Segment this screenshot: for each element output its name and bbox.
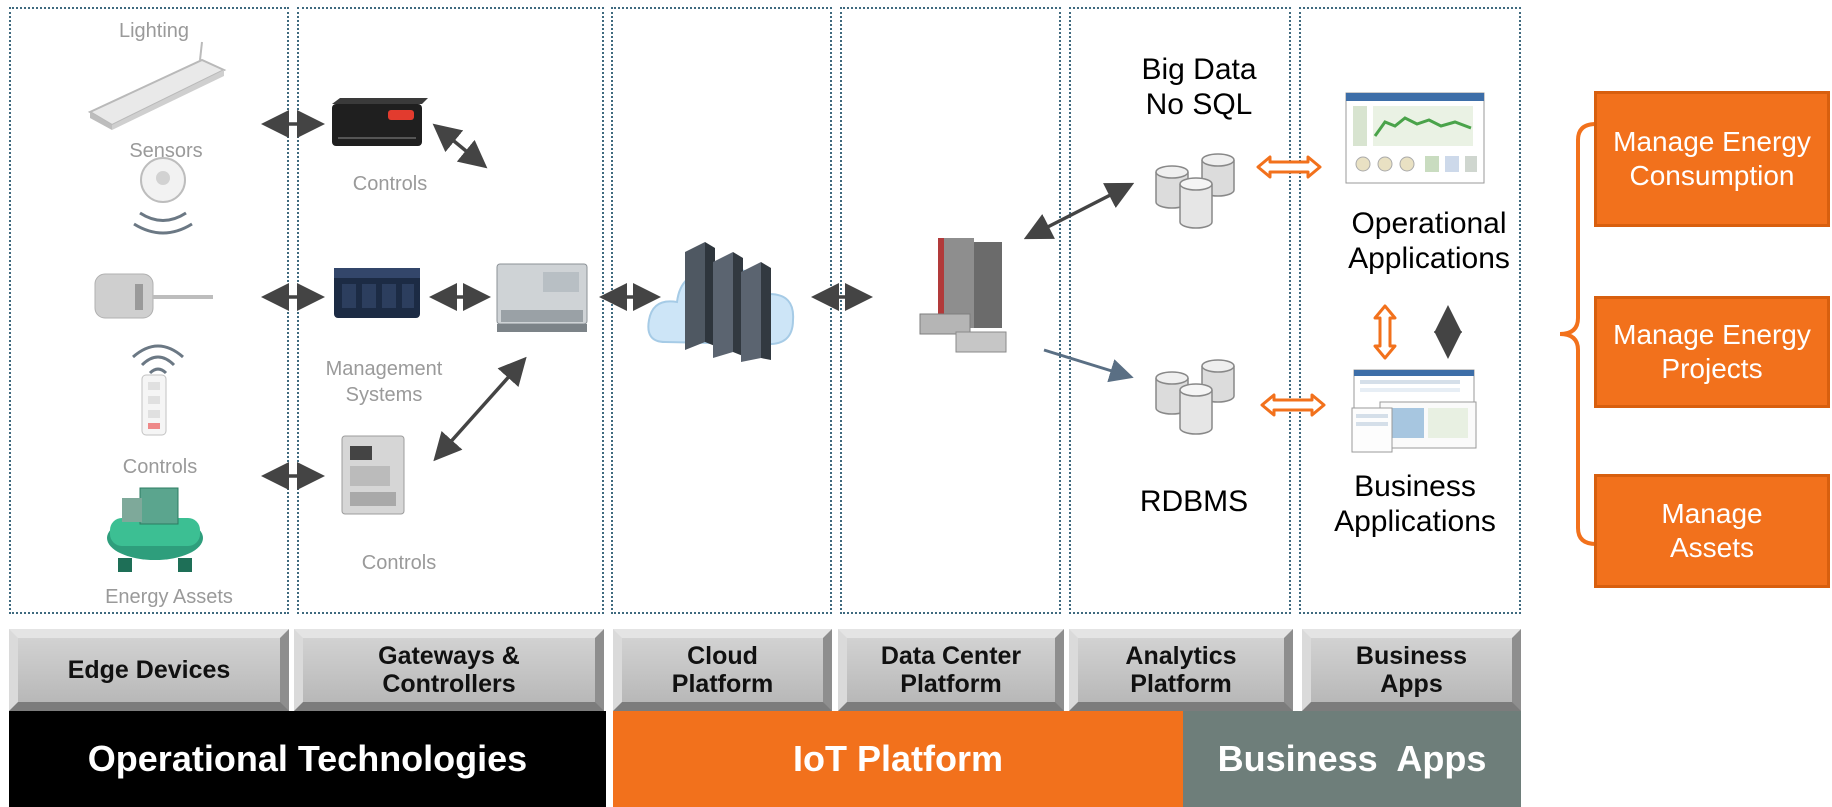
outcome-manage-energy-projects: Manage Energy Projects bbox=[1594, 296, 1830, 408]
wall-switch-control-icon bbox=[141, 374, 167, 436]
layer-business-apps-label: Business Apps bbox=[1355, 642, 1468, 698]
nosql-database-icon bbox=[1155, 153, 1235, 229]
router-to-gateway-arrow bbox=[432, 123, 488, 169]
server-to-nosql-arrow bbox=[1023, 182, 1135, 240]
layer-edge-devices-label: Edge Devices bbox=[67, 656, 231, 684]
server-to-rdbms-arrow bbox=[1043, 348, 1134, 383]
outcome-manage-assets-label: Manage Assets bbox=[1661, 498, 1763, 563]
datacenter-server-icon bbox=[919, 238, 1007, 353]
analytics-column bbox=[1069, 7, 1291, 614]
layer-cloud-platform: Cloud Platform bbox=[613, 629, 832, 711]
controls-bottom-label: Controls bbox=[361, 552, 437, 574]
outcome-manage-energy-consumption: Manage Energy Consumption bbox=[1594, 91, 1830, 227]
iot-platform-band: IoT Platform bbox=[613, 711, 1183, 807]
nosql-ops-orange-arrow bbox=[1256, 155, 1322, 179]
vfd-controller-icon bbox=[341, 435, 405, 515]
business-apps-band-label: Business Apps bbox=[1217, 738, 1487, 779]
energy-assets-label: Energy Assets bbox=[105, 586, 233, 608]
business-applications-label: Business Applications bbox=[1334, 470, 1496, 538]
occupancy-sensor-icon bbox=[133, 157, 193, 235]
rdbms-business-orange-arrow bbox=[1260, 393, 1326, 417]
router-gateway-icon bbox=[332, 98, 428, 146]
lighting-fixture-icon bbox=[87, 41, 227, 130]
ops-business-orange-arrow bbox=[1373, 304, 1397, 360]
relational-database-icon bbox=[1155, 359, 1235, 435]
rdbms-label: RDBMS bbox=[1139, 485, 1249, 518]
cloud-servers-icon bbox=[647, 242, 795, 362]
outcomes-bracket bbox=[1559, 122, 1597, 546]
big-data-nosql-label: Big Data No SQL bbox=[1141, 53, 1257, 121]
layer-analytics-platform-label: Analytics Platform bbox=[1125, 642, 1237, 698]
lighting-label: Lighting bbox=[118, 20, 190, 42]
layer-analytics-platform: Analytics Platform bbox=[1069, 629, 1293, 711]
controls-top-label: Controls bbox=[352, 173, 428, 195]
management-system-icon bbox=[334, 268, 420, 318]
operational-technologies-band: Operational Technologies bbox=[9, 711, 606, 807]
vfd-to-gateway-arrow bbox=[433, 356, 527, 462]
layer-gateways-controllers-label: Gateways & Controllers bbox=[378, 642, 520, 698]
layer-datacenter-platform-label: Data Center Platform bbox=[880, 642, 1022, 698]
outcome-manage-energy-consumption-label: Manage Energy Consumption bbox=[1613, 126, 1811, 191]
business-app-screenshots bbox=[1351, 369, 1477, 453]
sensors-label: Sensors bbox=[129, 140, 203, 162]
outcome-manage-energy-projects-label: Manage Energy Projects bbox=[1613, 319, 1811, 384]
operational-dashboard-screenshot bbox=[1345, 92, 1485, 184]
operational-technologies-label: Operational Technologies bbox=[87, 738, 528, 779]
business-apps-band: Business Apps bbox=[1183, 711, 1521, 807]
iot-platform-label: IoT Platform bbox=[792, 738, 1003, 779]
business-apps-column bbox=[1299, 7, 1521, 614]
operational-applications-label: Operational Applications bbox=[1348, 207, 1510, 275]
layer-gateways-controllers: Gateways & Controllers bbox=[294, 629, 604, 711]
layer-cloud-platform-label: Cloud Platform bbox=[671, 642, 774, 698]
layer-datacenter-platform: Data Center Platform bbox=[838, 629, 1064, 711]
wifi-signal-icon bbox=[132, 344, 184, 375]
layer-edge-devices: Edge Devices bbox=[9, 629, 289, 711]
wireless-sensor-icon bbox=[94, 273, 213, 319]
management-systems-label: Management Systems bbox=[325, 358, 443, 406]
chiller-energy-asset-icon bbox=[107, 487, 203, 572]
layer-business-apps: Business Apps bbox=[1302, 629, 1521, 711]
outcome-manage-assets: Manage Assets bbox=[1594, 474, 1830, 588]
edge-gateway-controller-icon bbox=[496, 263, 588, 332]
controls-edge-label: Controls bbox=[122, 456, 198, 478]
